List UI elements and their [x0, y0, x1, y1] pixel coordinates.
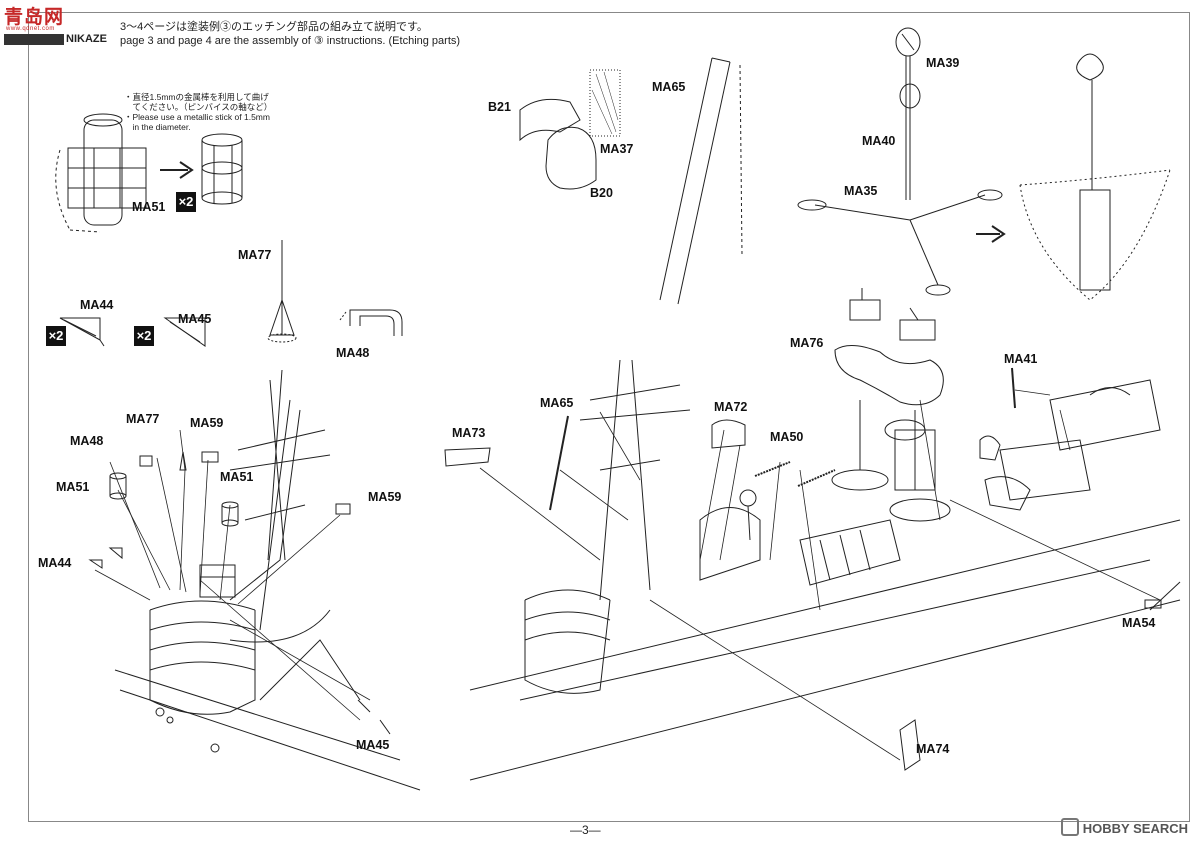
- label-ma65-top: MA65: [652, 80, 686, 94]
- ma39-ma40-mast: [896, 28, 920, 200]
- label-ma76: MA76: [790, 336, 824, 350]
- ma72-part: [712, 420, 745, 448]
- label-b20: B20: [590, 186, 613, 200]
- b21-b20-parts: [520, 70, 620, 189]
- series-name: NIKAZE: [66, 33, 107, 45]
- ma50-part-a: [755, 462, 790, 476]
- ma51-formed-ring: [202, 134, 242, 204]
- label-ma48-top: MA48: [336, 346, 370, 360]
- ma35-tripod: [798, 190, 1002, 295]
- ma77-small: [180, 452, 186, 470]
- label-ma51-top: MA51: [132, 200, 166, 214]
- label-ma48: MA48: [70, 434, 104, 448]
- ma41-part: [1012, 368, 1015, 408]
- label-ma77: MA77: [126, 412, 160, 426]
- label-ma40: MA40: [862, 134, 896, 148]
- multiplier-badge-ma44: ×2: [46, 326, 66, 346]
- ma73-part: [445, 448, 490, 466]
- ma48-small: [140, 456, 152, 466]
- label-ma37: MA37: [600, 142, 634, 156]
- label-ma44-top: MA44: [80, 298, 114, 312]
- ma59-small-b: [336, 504, 350, 514]
- tip-en-2: in the diameter.: [124, 122, 191, 132]
- label-ma73: MA73: [452, 426, 486, 440]
- label-ma45-top: MA45: [178, 312, 212, 326]
- series-bar: [4, 34, 64, 45]
- label-ma54: MA54: [1122, 616, 1156, 630]
- tip-jp-2: てください。（ピンバイスの軸など）: [124, 102, 273, 112]
- arrow-1: [160, 162, 192, 178]
- label-ma72: MA72: [714, 400, 748, 414]
- note-en: page 3 and page 4 are the assembly of ③ …: [120, 35, 461, 47]
- arrow-2: [976, 226, 1004, 242]
- ma59-small: [202, 452, 218, 462]
- ma51-small-b: [222, 502, 238, 526]
- multiplier-badge-ma45: ×2: [134, 326, 154, 346]
- note-jp: 3〜4ページは塗装例③のエッチング部品の組み立て説明です。: [120, 21, 428, 33]
- page-frame: [28, 12, 1190, 822]
- ma44-small-a: [90, 560, 102, 568]
- left-leaders: [95, 430, 370, 720]
- tip-en-1: ・Please use a metallic stick of 1.5mm: [124, 112, 270, 122]
- label-ma44: MA44: [38, 556, 72, 570]
- multiplier-badge-ma51: ×2: [176, 192, 196, 212]
- ma45-part: [165, 318, 205, 346]
- label-ma35: MA35: [844, 184, 878, 198]
- left-bridge-assembly: [115, 370, 420, 790]
- label-b21: B21: [488, 100, 511, 114]
- ma51-wrap-illustration: [56, 114, 146, 232]
- page-number: —3—: [570, 823, 601, 837]
- label-ma59-b: MA59: [368, 490, 402, 504]
- label-ma51-a: MA51: [220, 470, 254, 484]
- site-logo-url: www.qdnet.com: [6, 26, 55, 32]
- label-ma77-top: MA77: [238, 248, 272, 262]
- watermark: HOBBY SEARCH: [1060, 818, 1188, 836]
- assembled-mast: [1020, 54, 1170, 300]
- label-ma39: MA39: [926, 56, 960, 70]
- ma50-part-b: [798, 470, 835, 486]
- label-ma45: MA45: [356, 738, 390, 752]
- watermark-text: HOBBY SEARCH: [1082, 821, 1188, 836]
- label-ma41: MA41: [1004, 352, 1038, 366]
- label-ma59-a: MA59: [190, 416, 224, 430]
- ma65-ladder-top: [660, 58, 742, 304]
- ma51-small-a: [110, 473, 126, 499]
- right-leaders: [480, 390, 1160, 760]
- ma44-part: [60, 318, 104, 346]
- label-ma74: MA74: [916, 742, 950, 756]
- ma48-part: [340, 310, 402, 336]
- tip-jp-1: ・直径1.5mmの金属棒を利用して曲げ: [124, 92, 269, 102]
- label-ma50: MA50: [770, 430, 804, 444]
- label-ma65: MA65: [540, 396, 574, 410]
- ma44-small-b: [110, 548, 122, 558]
- ma74-part: [900, 720, 920, 770]
- site-logo: 青岛网: [4, 6, 65, 28]
- label-ma51-b: MA51: [56, 480, 90, 494]
- watermark-icon: [1060, 818, 1079, 836]
- ma65-part: [550, 416, 568, 510]
- ma77-part: [268, 240, 296, 342]
- right-hull-assembly: [470, 288, 1180, 780]
